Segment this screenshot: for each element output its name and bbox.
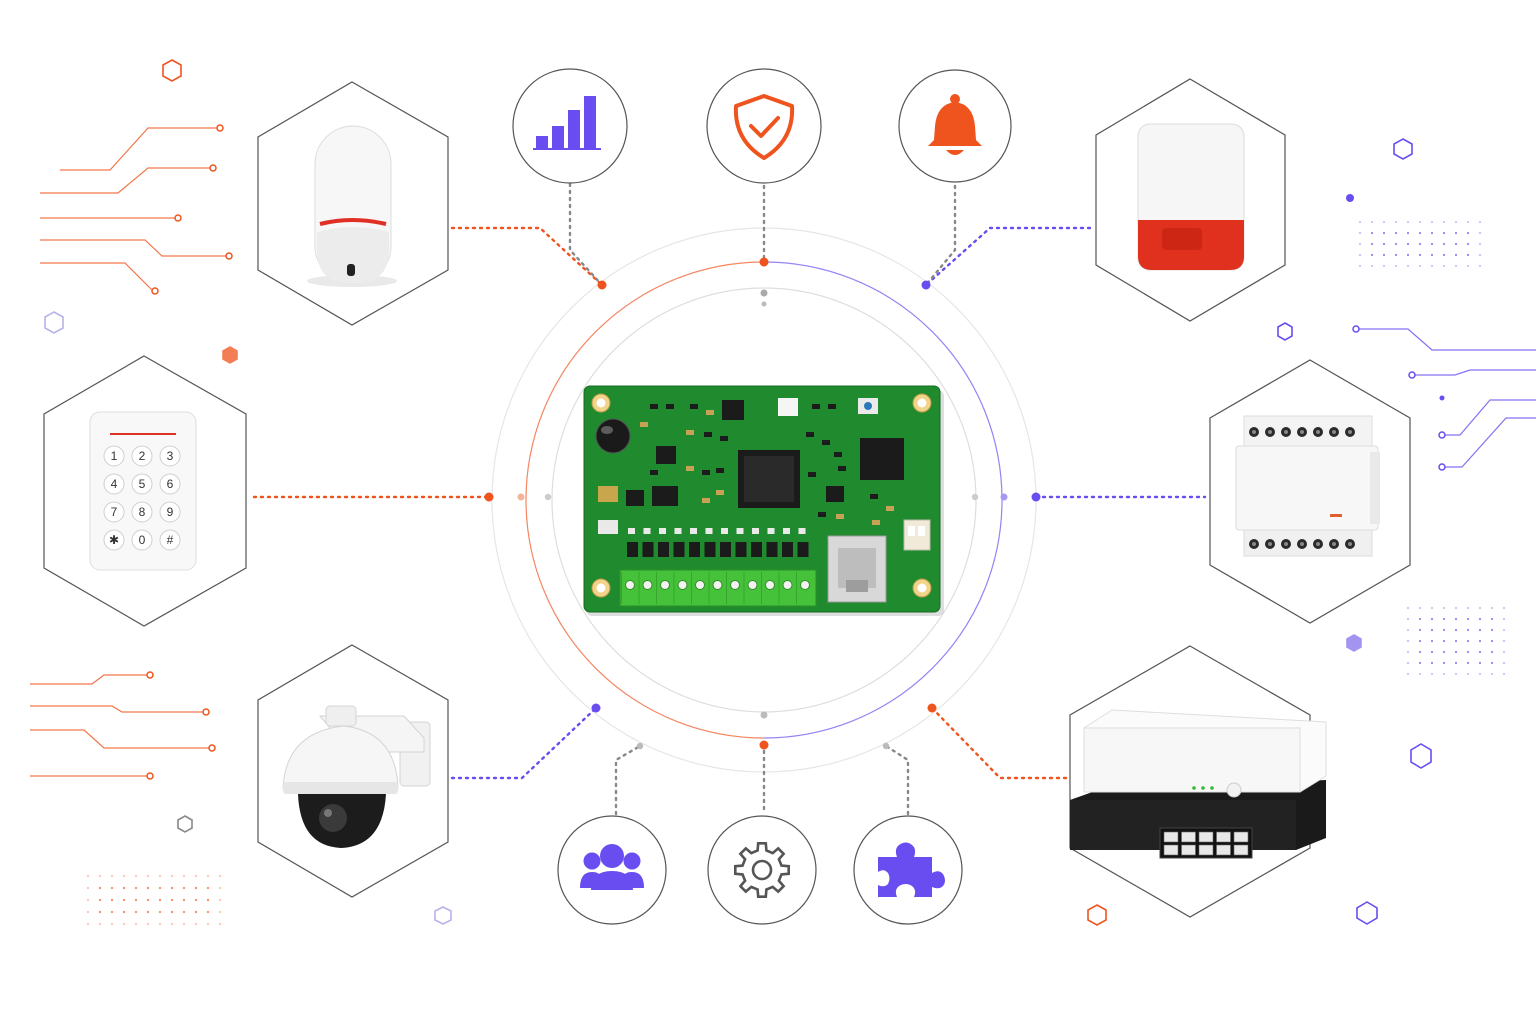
junction-dots	[484, 257, 1041, 750]
keypad-key	[131, 445, 153, 467]
keypad-key-label: 4	[111, 477, 118, 491]
puzzle-icon[interactable]	[878, 842, 945, 898]
connector-puzzle	[884, 744, 910, 816]
keypad-key	[131, 473, 153, 495]
keypad-keys: 1 2 3 4 5 6 7 8 9 ✱ 0 #	[103, 445, 181, 551]
keypad-key	[103, 501, 125, 523]
circuit-traces-left-top	[40, 127, 228, 291]
keypad-key	[103, 473, 125, 495]
keypad-key-label: 9	[167, 505, 174, 519]
dot-grid-decorations	[86, 220, 1506, 926]
users-icon[interactable]	[580, 844, 644, 890]
keypad-key	[159, 445, 181, 467]
keypad-key	[131, 529, 153, 551]
connector-network-switch	[930, 706, 1068, 780]
motion-sensor-icon	[307, 125, 397, 287]
terminal-block	[619, 569, 817, 607]
siren-icon	[1137, 123, 1245, 271]
connectors	[252, 182, 1207, 816]
keypad-key-label: 1	[111, 449, 118, 463]
keypad-key	[103, 445, 125, 467]
circuit-board-icon	[583, 385, 944, 616]
keypad-key-label: 0	[139, 533, 146, 547]
bell-icon[interactable]	[928, 94, 982, 155]
din-relay-icon	[1235, 415, 1380, 557]
connector-signal	[568, 182, 604, 287]
keypad-key-label: 7	[111, 505, 118, 519]
keypad-key-label: 2	[139, 449, 146, 463]
keypad-key-label: 6	[167, 477, 174, 491]
relay-terminals	[1249, 427, 1355, 549]
keypad-key-label: 3	[167, 449, 174, 463]
keypad-icon: 1 2 3 4 5 6 7 8 9 ✱ 0 #	[89, 411, 197, 571]
signal-bars-icon[interactable]	[533, 96, 601, 150]
circuit-traces-right	[1358, 328, 1536, 468]
keypad-key	[103, 529, 125, 551]
connector-users	[614, 744, 642, 816]
network-switch-icon	[1070, 709, 1327, 859]
keypad-key-label: #	[167, 533, 174, 547]
connector-bell	[924, 184, 957, 287]
dome-camera-icon	[282, 705, 431, 848]
circuit-traces-left-bottom	[30, 674, 210, 777]
keypad-key	[159, 473, 181, 495]
shield-check-icon[interactable]	[733, 94, 795, 160]
hexagon-decorations	[44, 59, 1432, 926]
keypad-key-label: ✱	[109, 533, 119, 547]
keypad-key-label: 5	[139, 477, 146, 491]
connector-motion-sensor	[450, 226, 604, 287]
switch-ports	[1159, 827, 1253, 859]
keypad-key	[131, 501, 153, 523]
keypad-key	[159, 501, 181, 523]
pcb-small-components	[627, 404, 894, 557]
connector-dome-camera	[450, 706, 598, 780]
gear-icon[interactable]	[734, 842, 790, 898]
keypad-key-label: 8	[139, 505, 146, 519]
connector-siren	[924, 226, 1092, 287]
keypad-key	[159, 529, 181, 551]
